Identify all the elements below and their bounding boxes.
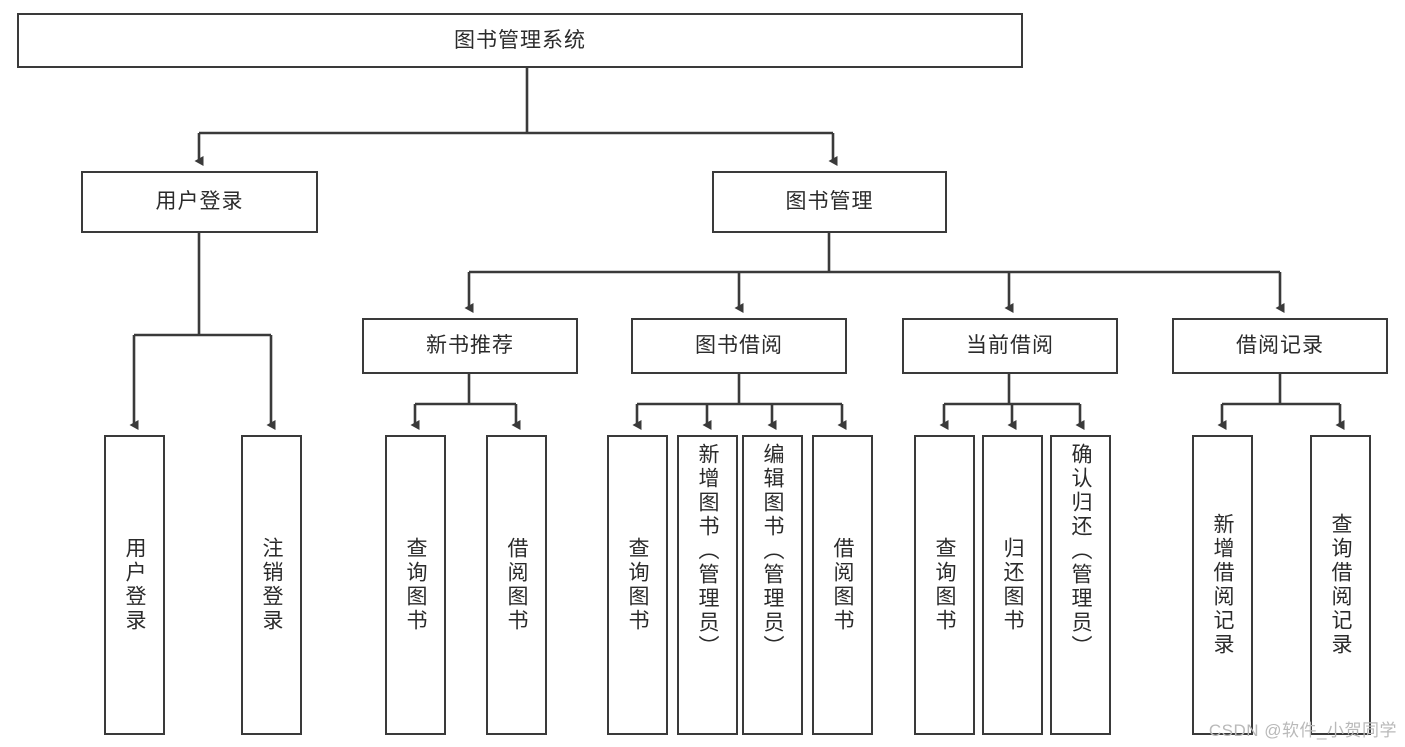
node-book-management-system[interactable]: 图书管理系统: [17, 13, 1023, 68]
node-label: 新增图书（管理员）: [696, 443, 719, 659]
node-leaf-add-book[interactable]: 新增图书（管理员）: [677, 435, 738, 735]
node-leaf-return-book[interactable]: 归还图书: [982, 435, 1043, 735]
node-label: 查询借阅记录: [1329, 513, 1352, 657]
node-leaf-query-record[interactable]: 查询借阅记录: [1310, 435, 1371, 735]
node-label: 确认归还（管理员）: [1069, 443, 1092, 659]
node-user-login[interactable]: 用户登录: [81, 171, 318, 233]
node-leaf-query-book-2[interactable]: 查询图书: [607, 435, 668, 735]
node-label: 图书管理: [785, 190, 874, 214]
node-label: 当前借阅: [966, 334, 1054, 358]
node-label: 注销登录: [260, 537, 283, 633]
node-label: 新增借阅记录: [1211, 513, 1234, 657]
node-label: 新书推荐: [426, 334, 514, 358]
node-label: 查询图书: [626, 537, 649, 633]
node-leaf-add-record[interactable]: 新增借阅记录: [1192, 435, 1253, 735]
node-label: 编辑图书（管理员）: [761, 443, 784, 659]
node-book-management[interactable]: 图书管理: [712, 171, 947, 233]
node-label: 借阅图书: [831, 537, 854, 633]
csdn-watermark: CSDN @软件_小贺同学: [1208, 721, 1397, 740]
node-book-borrow[interactable]: 图书借阅: [631, 318, 847, 374]
node-new-book-recommend[interactable]: 新书推荐: [362, 318, 578, 374]
node-label: 查询图书: [933, 537, 956, 633]
node-current-borrow[interactable]: 当前借阅: [902, 318, 1118, 374]
node-leaf-logout-login[interactable]: 注销登录: [241, 435, 302, 735]
node-label: 查询图书: [404, 537, 427, 633]
node-label: 用户登录: [155, 190, 244, 214]
node-leaf-query-book-3[interactable]: 查询图书: [914, 435, 975, 735]
node-label: 图书管理系统: [454, 28, 586, 52]
node-label: 图书借阅: [695, 334, 783, 358]
node-leaf-borrow-book-1[interactable]: 借阅图书: [486, 435, 547, 735]
node-leaf-confirm-return[interactable]: 确认归还（管理员）: [1050, 435, 1111, 735]
node-label: 借阅图书: [505, 537, 528, 633]
node-leaf-query-book-1[interactable]: 查询图书: [385, 435, 446, 735]
node-label: 归还图书: [1001, 537, 1024, 633]
node-borrow-record[interactable]: 借阅记录: [1172, 318, 1388, 374]
node-leaf-user-login[interactable]: 用户登录: [104, 435, 165, 735]
node-leaf-edit-book[interactable]: 编辑图书（管理员）: [742, 435, 803, 735]
node-leaf-borrow-book-2[interactable]: 借阅图书: [812, 435, 873, 735]
node-label: 用户登录: [123, 537, 146, 633]
node-label: 借阅记录: [1236, 334, 1324, 358]
